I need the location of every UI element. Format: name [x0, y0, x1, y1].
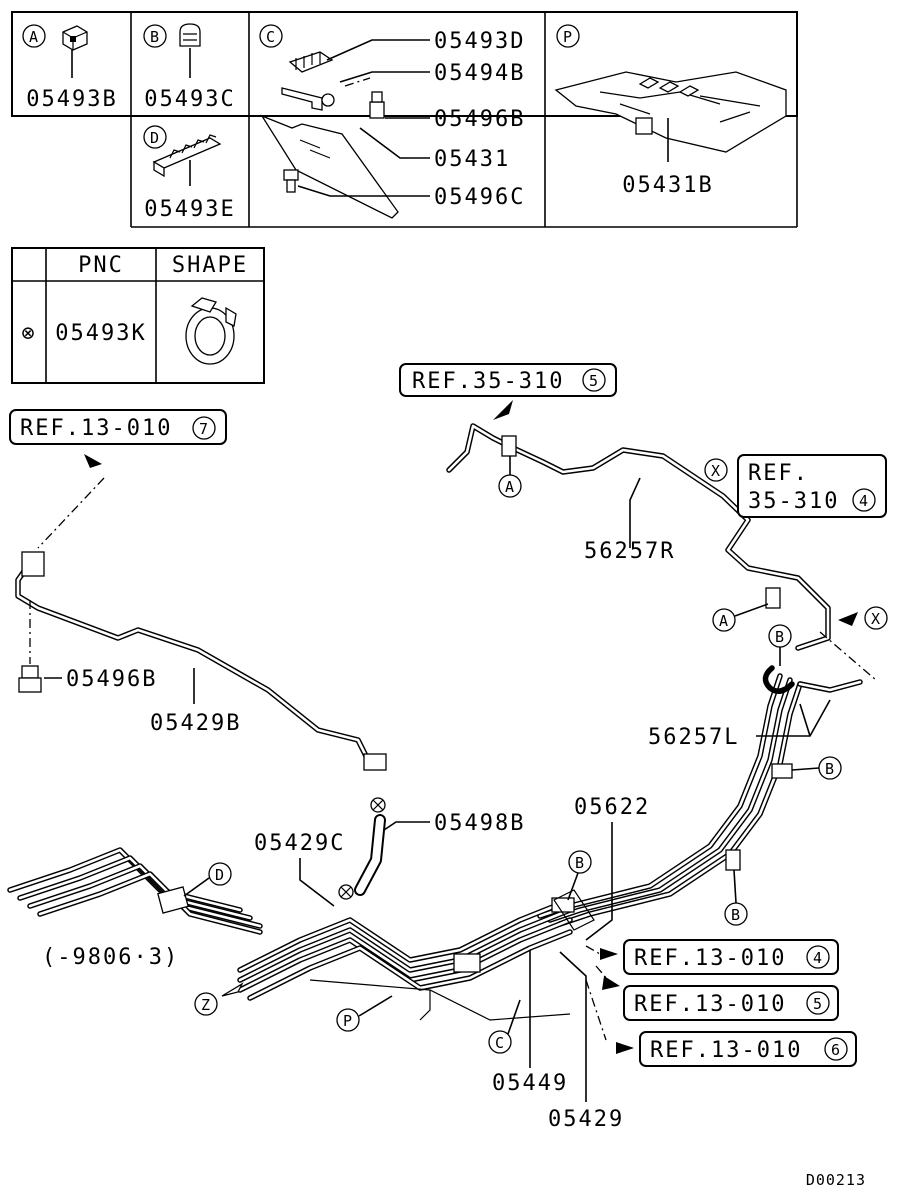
ref-35-310-4[interactable]: REF. 35-310 4: [737, 454, 887, 518]
label-05496B: 05496B: [66, 667, 157, 692]
part-labels: 56257R 56257L 05496B 05429B 05498B 05429…: [42, 477, 866, 1187]
clamp-b-1: [771, 763, 793, 779]
pnc-header: PNC: [78, 253, 124, 278]
ref-13-010-6-text: REF.13-010: [650, 1038, 802, 1063]
arrow-z-icon: [221, 982, 244, 997]
callout-b-1: B: [775, 628, 785, 646]
ref-35-310-4-line1: REF.: [748, 461, 809, 486]
tube-56257R: [446, 423, 831, 651]
clamp-a-lower: [765, 587, 781, 609]
pnc-mark: ⊗: [21, 321, 36, 346]
hose-05498B: [354, 814, 386, 896]
callout-d: D: [215, 866, 225, 884]
label-range: (-9806·3): [42, 945, 179, 970]
ref-13-010-4[interactable]: REF.13-010 4: [623, 939, 839, 975]
ref-13-010-4-text: REF.13-010: [634, 946, 786, 971]
inset-d-part: 05493E: [144, 197, 235, 222]
callout-b-2: B: [825, 760, 835, 778]
inset-c-part-5: 05496C: [434, 185, 525, 210]
ref-13-010-5-text: REF.13-010: [634, 992, 786, 1017]
callout-b-3: B: [731, 906, 741, 924]
bracket-05429B: [363, 753, 387, 771]
pnc-value: 05493K: [55, 321, 146, 346]
clamps: [363, 435, 793, 973]
inset-p-letter: P: [563, 28, 573, 46]
ref-35-310-4-line2: 35-310: [748, 489, 839, 514]
clamp-a-upper: [501, 435, 517, 457]
z-ref-marker: Z: [194, 982, 244, 1016]
inset-d-letter: D: [150, 129, 160, 147]
label-05429C: 05429C: [254, 831, 345, 856]
callout-b-4: B: [575, 854, 585, 872]
inset-b-part: 05493C: [144, 87, 235, 112]
inset-p-part: 05431B: [622, 173, 713, 198]
inset-p: P 05431B: [554, 24, 787, 198]
clamp-shape-icon: [185, 297, 237, 365]
clamp-p: [453, 953, 481, 973]
arrow-ref-5-icon: [602, 976, 620, 990]
tube-05429B: [15, 551, 371, 763]
label-56257R: 56257R: [584, 539, 675, 564]
label-05429B: 05429B: [150, 711, 241, 736]
label-05622: 05622: [574, 795, 650, 820]
clamp-05493K-markers: [338, 797, 386, 900]
ref-13-010-5-num: 5: [813, 995, 823, 1013]
callout-a-2: A: [719, 612, 729, 630]
label-05429: 05429: [548, 1107, 624, 1132]
x-ref-marker: X X: [704, 458, 888, 681]
clamp-b-2: [725, 849, 741, 871]
drawing-code: D00213: [806, 1171, 866, 1187]
dash-ref-13-010-7: [37, 477, 105, 549]
callout-c: C: [495, 1034, 505, 1052]
inset-a: A 05493B: [22, 24, 117, 112]
ref-13-010-4-num: 4: [813, 949, 823, 967]
inset-c-part-4: 05431: [434, 147, 510, 172]
label-56257L: 56257L: [648, 725, 739, 750]
callout-z: Z: [201, 996, 211, 1014]
arrow-ref-35-310-5-icon: [493, 400, 513, 420]
inset-c: C 05493D 05494B 05496B 05431 05496C: [259, 24, 525, 219]
label-05498B: 05498B: [434, 811, 525, 836]
callout-a-1: A: [505, 478, 515, 496]
bolt-05496B-icon: [18, 600, 42, 693]
arrow-ref-13-010-7-icon: [84, 454, 102, 468]
clamp-b-3: [551, 897, 575, 913]
tube-bundle-d: [7, 847, 263, 935]
ref-13-010-7-num: 7: [199, 420, 209, 438]
ref-35-310-5[interactable]: REF.35-310 5: [399, 363, 617, 397]
callouts: A A B B B B D P C: [183, 456, 842, 1054]
ref-35-310-5-num: 5: [589, 372, 599, 390]
callout-x-right: X: [871, 610, 881, 628]
arrow-ref-4-icon: [600, 948, 618, 960]
inset-a-part: 05493B: [26, 87, 117, 112]
arrow-x-icon: [838, 612, 858, 626]
inset-c-letter: C: [266, 28, 276, 46]
ref-13-010-7-text: REF.13-010: [20, 416, 172, 441]
inset-c-part-1: 05493D: [434, 29, 525, 54]
ref-35-310-4-num: 4: [859, 492, 869, 510]
inset-c-part-3: 05496B: [434, 107, 525, 132]
inset-b-letter: B: [150, 28, 160, 46]
callout-x-top: X: [711, 462, 721, 480]
ref-35-310-5-text: REF.35-310: [412, 369, 564, 394]
callout-p: P: [343, 1012, 353, 1030]
inset-panels: [11, 11, 798, 228]
inset-c-part-2: 05494B: [434, 61, 525, 86]
tube-56257L: [537, 665, 863, 927]
ref-13-010-7[interactable]: REF.13-010 7: [9, 409, 227, 445]
inset-d: D 05493E: [143, 125, 235, 222]
arrow-ref-6-icon: [616, 1042, 634, 1054]
inset-a-letter: A: [29, 28, 39, 46]
label-05449: 05449: [492, 1071, 568, 1096]
ref-13-010-6[interactable]: REF.13-010 6: [639, 1031, 857, 1067]
shape-header: SHAPE: [172, 253, 248, 278]
inset-b: B 05493C: [143, 23, 235, 112]
ref-13-010-6-num: 6: [831, 1041, 841, 1059]
ref-arrows: [585, 945, 634, 1054]
tube-bundle-main: [237, 897, 573, 1021]
ref-13-010-5[interactable]: REF.13-010 5: [623, 985, 839, 1021]
pnc-table: PNC SHAPE ⊗ 05493K: [11, 247, 265, 384]
